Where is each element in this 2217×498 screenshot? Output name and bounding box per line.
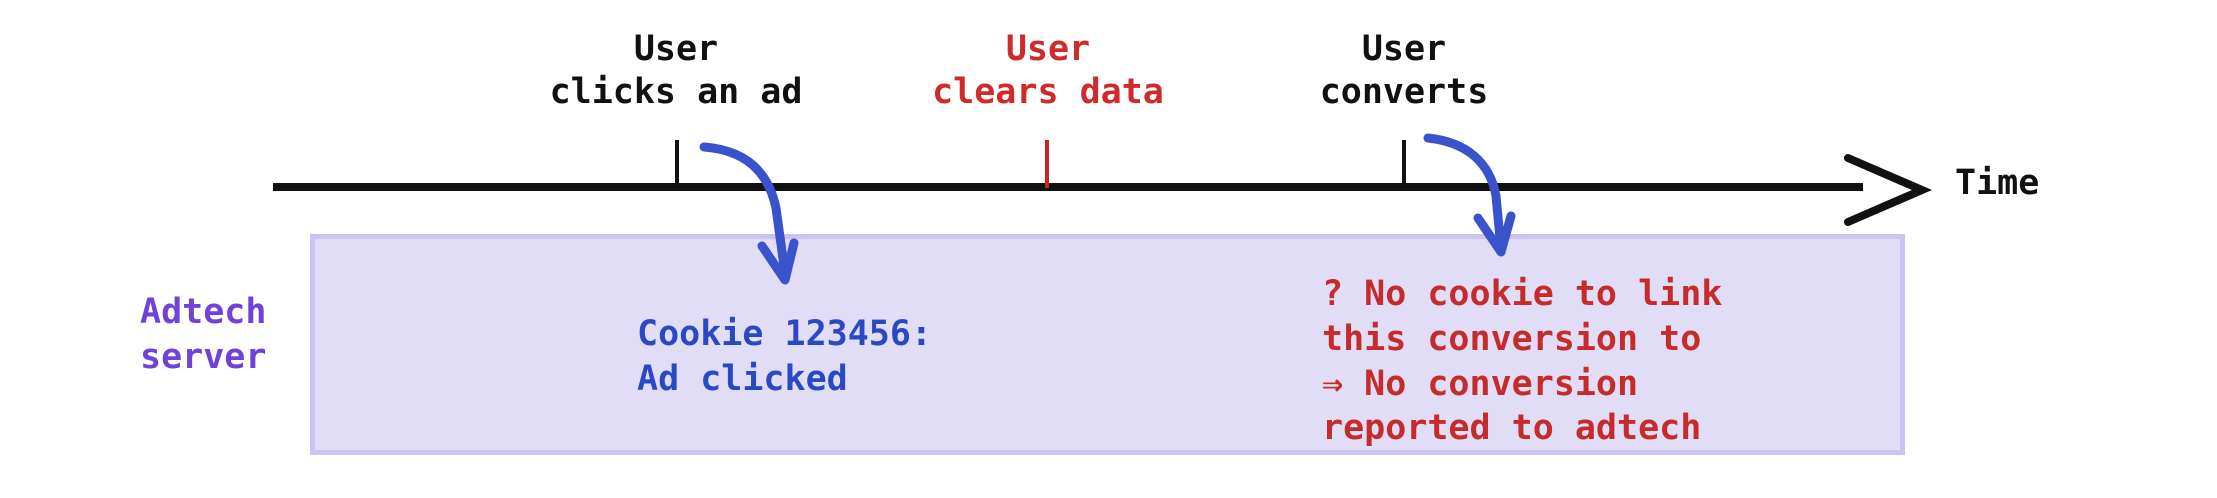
tick-mark-clear-data	[1045, 140, 1049, 188]
arrow-right-icon	[1844, 154, 1933, 226]
tick-mark-click	[675, 140, 679, 188]
adtech-server-label-line2: server	[140, 336, 267, 377]
event-label-clear-data-line1: User	[1005, 29, 1091, 69]
event-label-convert-line1: User	[1361, 29, 1447, 69]
event-label-clear-data-line2: clears data	[932, 71, 1164, 112]
time-axis-caption: Time	[1955, 163, 2040, 203]
note-cookie-logged-line1: Cookie 123456:	[637, 314, 933, 354]
note-no-cookie-line4: reported to adtech	[1322, 408, 1702, 449]
note-cookie-logged-line2: Ad clicked	[637, 358, 848, 399]
note-no-cookie-line2: this conversion to	[1322, 318, 1702, 359]
adtech-server-band	[310, 234, 1905, 455]
note-cookie-logged: Cookie 123456:Ad clicked	[637, 312, 932, 402]
connector-arrow-convert-to-nocookie	[1423, 133, 1516, 257]
adtech-server-label-line1: Adtech	[140, 292, 267, 332]
timeline-axis-line	[273, 183, 1863, 191]
note-no-cookie-line1: ? No cookie to link	[1322, 274, 1723, 314]
event-label-click-line2: clicks an ad	[549, 71, 803, 112]
event-label-click-line1: User	[633, 29, 719, 69]
tick-mark-convert	[1402, 140, 1406, 188]
event-label-convert-line2: converts	[1319, 71, 1489, 112]
connector-arrow-click-to-cookie	[699, 142, 799, 285]
note-no-cookie-line3: ⇒ No conversion	[1322, 363, 1639, 404]
